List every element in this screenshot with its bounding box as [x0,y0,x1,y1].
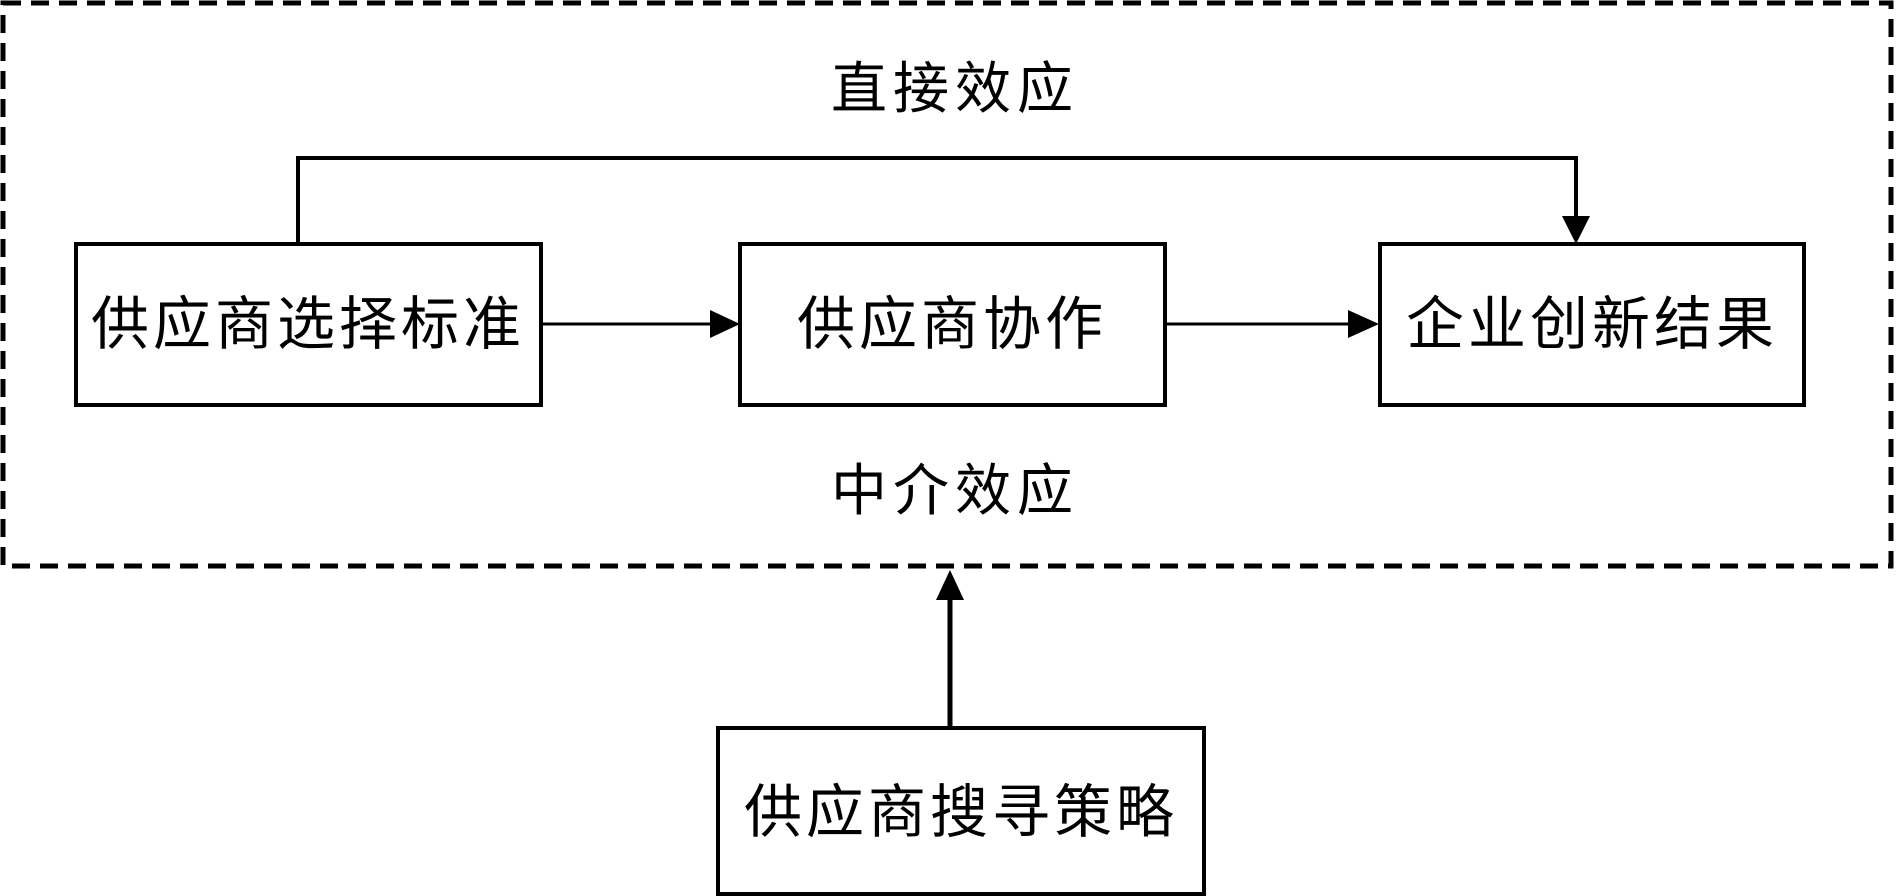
direct-effect-label: 直接效应 [831,57,1079,122]
direct-effect-arrowhead [1562,216,1590,244]
moderation-arrowhead [936,570,964,600]
node-search-strategy-label: 供应商搜寻策略 [744,778,1178,846]
node-collaboration: 供应商协作 [738,242,1167,407]
node-collaboration-label: 供应商协作 [797,290,1107,358]
node-selection-criteria-label: 供应商选择标准 [91,290,525,358]
node-innovation-outcome-label: 企业创新结果 [1406,290,1778,358]
node-search-strategy: 供应商搜寻策略 [716,726,1206,896]
moderation-scope-frame [0,0,1894,569]
node-selection-criteria: 供应商选择标准 [74,242,543,407]
direct-effect-path [296,156,1578,244]
mediating-effect-label: 中介效应 [831,459,1079,524]
arrow-selection-to-collaboration-head [710,310,740,338]
node-innovation-outcome: 企业创新结果 [1378,242,1806,407]
arrow-collaboration-to-outcome-head [1348,310,1379,338]
